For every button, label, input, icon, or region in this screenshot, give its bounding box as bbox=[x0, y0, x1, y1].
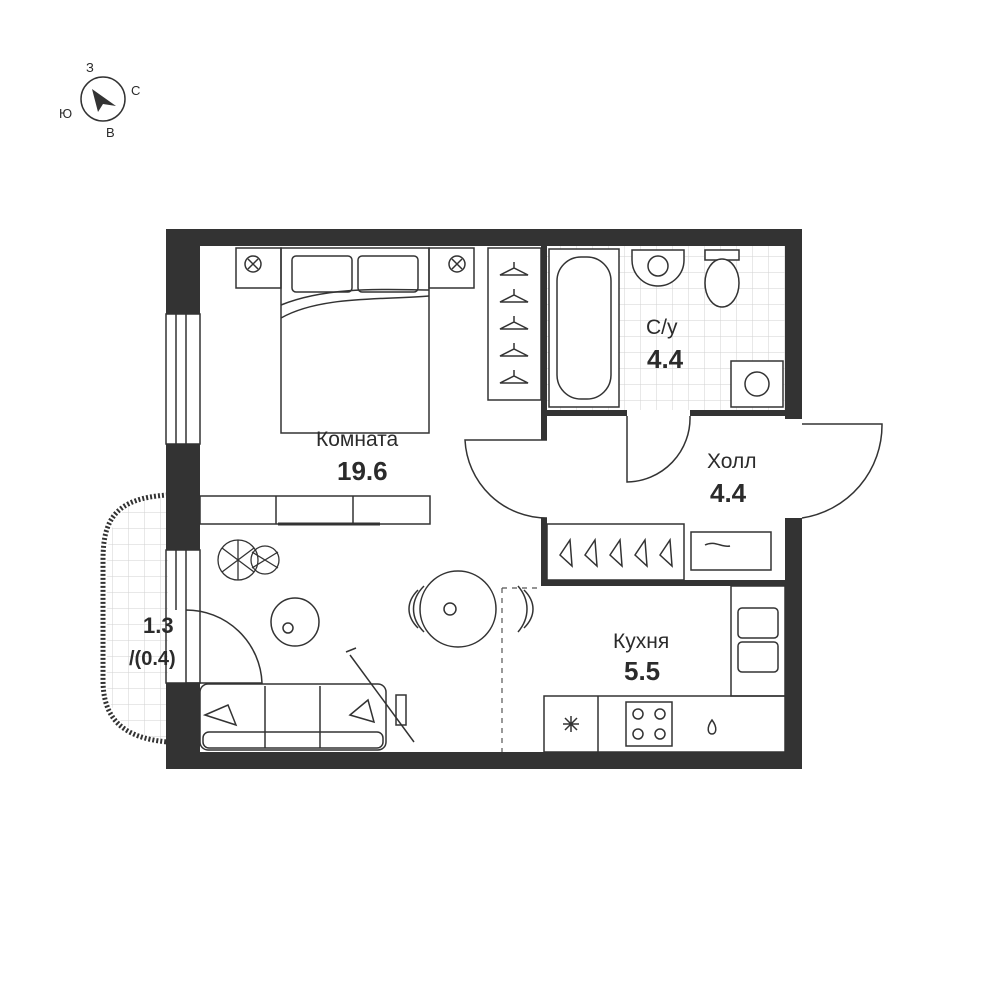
balcony-door bbox=[185, 609, 263, 684]
bathroom-fixtures bbox=[631, 249, 784, 408]
bathroom-door bbox=[626, 415, 691, 483]
balcony bbox=[100, 492, 169, 745]
hall-closet bbox=[546, 523, 772, 581]
window-left-top bbox=[165, 313, 201, 445]
hall-area: 4.4 bbox=[710, 478, 747, 508]
kitchen-counter bbox=[543, 585, 786, 753]
kitchen-area: 5.5 bbox=[624, 656, 661, 686]
plant bbox=[217, 539, 280, 581]
balcony-area-reduced: /(0.4) bbox=[129, 648, 176, 670]
wardrobe bbox=[487, 247, 542, 401]
bed bbox=[235, 247, 475, 434]
dining-table bbox=[408, 570, 534, 648]
kitchen-name: Кухня bbox=[613, 630, 670, 653]
tv-unit bbox=[199, 495, 431, 526]
compass-east-label: В bbox=[106, 125, 115, 140]
pouf bbox=[270, 597, 320, 647]
window-left-bottom bbox=[165, 549, 201, 684]
compass-south-label: Ю bbox=[59, 106, 73, 121]
hall-name: Холл bbox=[707, 450, 757, 473]
walls bbox=[166, 229, 802, 769]
compass-arrow-icon bbox=[92, 89, 116, 112]
compass-north-label: С bbox=[131, 83, 141, 98]
balcony-area: 1.3 bbox=[143, 613, 174, 638]
compass bbox=[80, 76, 126, 122]
bathroom-name: С/у bbox=[646, 316, 678, 339]
bathtub bbox=[548, 248, 620, 408]
room-door bbox=[464, 439, 548, 519]
bathroom-area: 4.4 bbox=[647, 344, 684, 374]
room-area: 19.6 bbox=[337, 456, 388, 486]
entrance-door bbox=[801, 423, 883, 519]
sofa bbox=[199, 647, 415, 751]
compass-west-label: З bbox=[86, 60, 94, 75]
room-name: Комната bbox=[316, 428, 399, 451]
